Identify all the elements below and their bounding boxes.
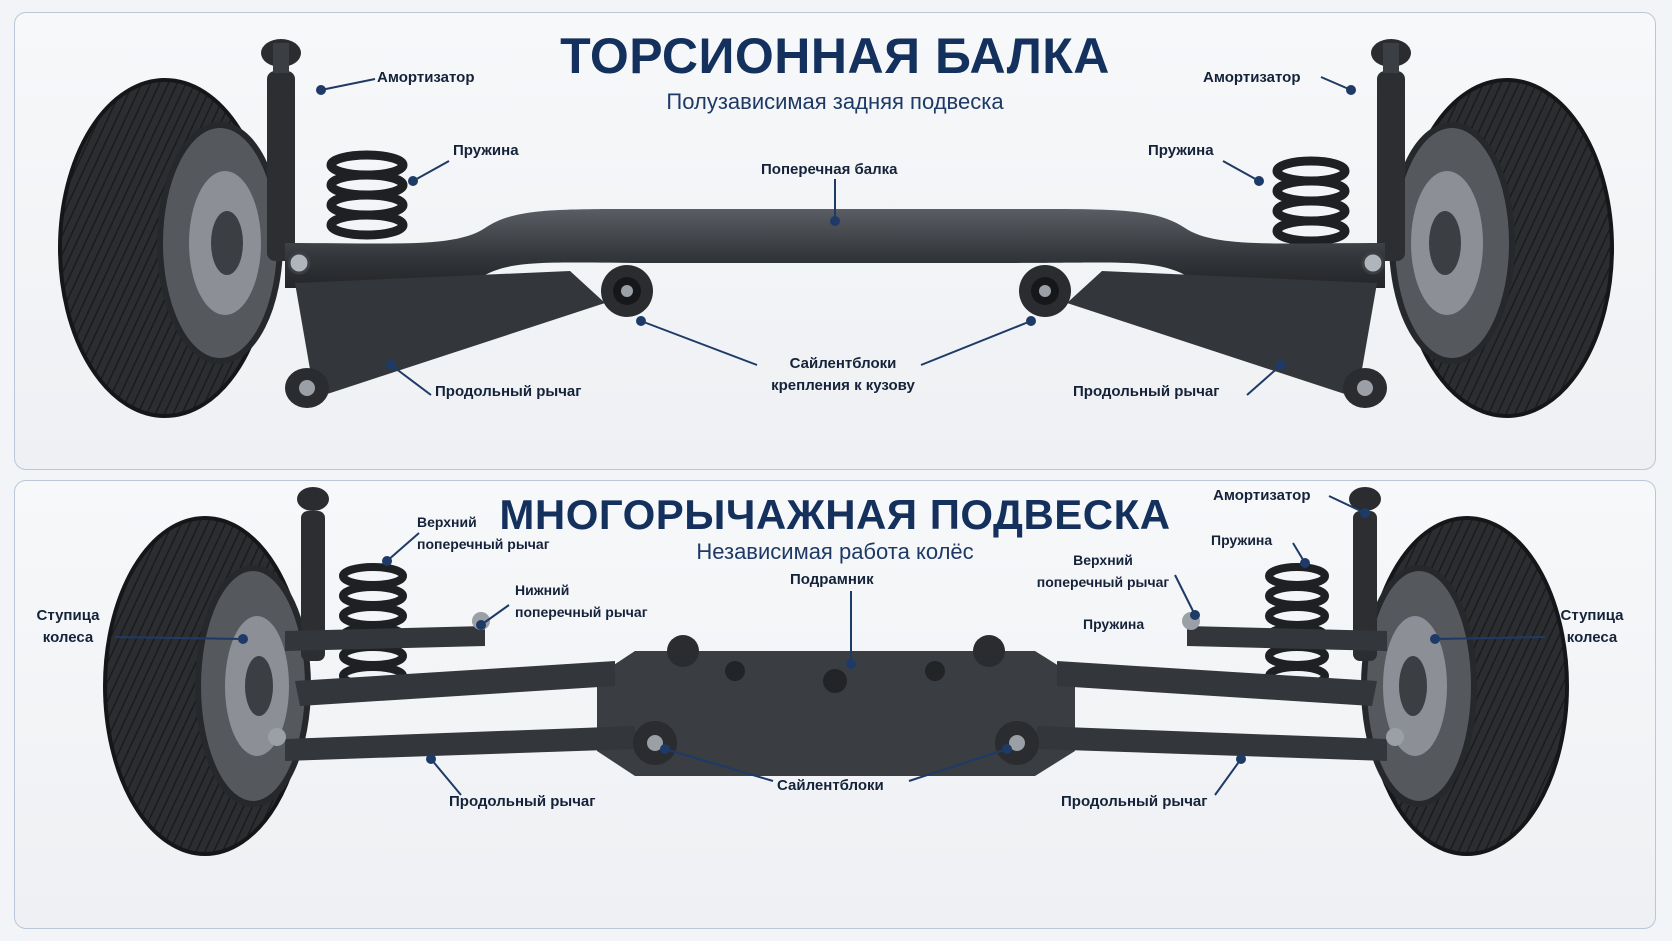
label-spring-right: Пружина (1148, 142, 1214, 159)
coil-spring-icon (339, 563, 407, 689)
label-bushings: Сайлентблоки крепления к кузову (753, 353, 933, 397)
shock-absorber-icon (297, 487, 329, 661)
panel-title: МНОГОРЫЧАЖНАЯ ПОДВЕСКА (499, 491, 1171, 538)
label-hub-right-line2: колеса (1566, 629, 1618, 646)
coil-spring-icon (1272, 156, 1350, 246)
torsion-beam-panel: ТОРСИОННАЯ БАЛКА Полузависимая задняя по… (14, 12, 1656, 470)
label-lower-arm-left: Нижний поперечный рычаг (515, 579, 648, 623)
panel-subtitle: Независимая работа колёс (696, 539, 974, 564)
multilink-panel: МНОГОРЫЧАЖНАЯ ПОДВЕСКА Независимая работ… (14, 480, 1656, 929)
label-shock-right: Амортизатор (1213, 487, 1311, 504)
label-spring-right: Пружина (1211, 532, 1273, 548)
bushing-icon (1019, 265, 1071, 317)
label-trailing-right: Продольный рычаг (1061, 793, 1208, 810)
label-hub-left: Ступица колеса (23, 605, 113, 649)
label-bushings-line1: Сайлентблоки (789, 355, 897, 372)
bushing-icon (601, 265, 653, 317)
label-trailing-left: Продольный рычаг (449, 793, 596, 810)
beam-icon (285, 208, 1385, 289)
bushing-icon (667, 635, 1005, 667)
label-upper-arm-left-line2: поперечный рычаг (417, 536, 550, 552)
torsion-beam-illustration (58, 39, 1614, 418)
label-shock-left: Амортизатор (377, 69, 475, 86)
bushing-icon (1343, 368, 1387, 408)
bushing-icon (995, 721, 1039, 765)
tire-icon (1361, 516, 1569, 856)
label-upper-arm-right-line1: Верхний (1073, 552, 1133, 568)
label-lower-arm-left-line2: поперечный рычаг (515, 604, 648, 620)
subframe-icon (597, 651, 1075, 776)
bushing-icon (633, 721, 677, 765)
bushing-icon (285, 368, 329, 408)
label-shock-right: Амортизатор (1203, 69, 1301, 86)
shock-absorber-icon (1349, 487, 1381, 661)
shock-absorber-icon (261, 39, 301, 261)
coil-spring-icon (1265, 563, 1329, 689)
label-hub-left-line1: Ступица (36, 607, 100, 624)
label-upper-arm-left: Верхний поперечный рычаг (417, 511, 550, 555)
tire-icon (58, 78, 283, 418)
label-upper-arm-right: Верхний поперечный рычаг (1029, 549, 1177, 593)
label-hub-right: Ступица колеса (1547, 605, 1637, 649)
tire-icon (103, 516, 311, 856)
panel-title: ТОРСИОННАЯ БАЛКА (560, 28, 1110, 84)
label-spring-left: Пружина (453, 142, 519, 159)
label-trailing-left: Продольный рычаг (435, 383, 582, 400)
multilink-illustration (103, 487, 1569, 856)
label-trailing-right: Продольный рычаг (1073, 383, 1220, 400)
label-upper-arm-right-line2: поперечный рычаг (1036, 574, 1170, 590)
label-hub-right-line1: Ступица (1560, 607, 1624, 624)
tire-icon (1389, 78, 1614, 418)
label-bushings: Сайлентблоки (777, 777, 884, 794)
label-upper-arm-left-line1: Верхний (417, 514, 477, 530)
shock-absorber-icon (1371, 39, 1411, 261)
panel-subtitle: Полузависимая задняя подвеска (666, 89, 1004, 114)
label-bushings-line2: крепления к кузову (771, 377, 915, 394)
coil-spring-icon (326, 150, 408, 240)
label-beam: Поперечная балка (761, 161, 898, 178)
label-spring-right-extra: Пружина (1083, 616, 1145, 632)
label-hub-left-line2: колеса (42, 629, 94, 646)
label-subframe: Подрамник (790, 571, 874, 588)
label-lower-arm-left-line1: Нижний (515, 582, 570, 598)
